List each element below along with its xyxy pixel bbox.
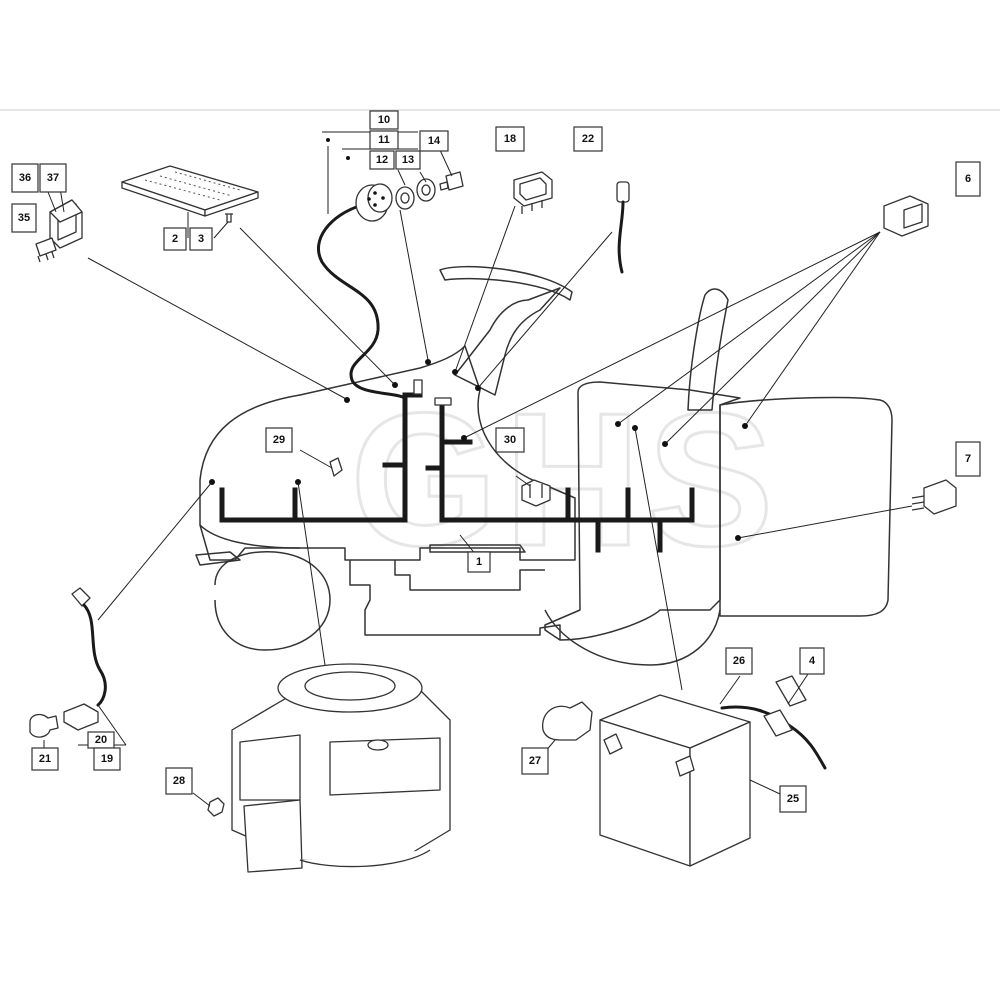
svg-text:27: 27 [529, 755, 541, 767]
callout-13: 13 [395, 150, 421, 170]
callout-36: 36 [11, 163, 39, 193]
svg-text:36: 36 [19, 172, 31, 184]
leader-lines [43, 131, 913, 807]
callout-27: 27 [521, 747, 549, 775]
ignition-key-icon [439, 171, 464, 191]
connection-dots [209, 138, 748, 541]
svg-text:3: 3 [198, 233, 204, 245]
svg-text:28: 28 [173, 775, 185, 787]
main-wiring-harness [219, 379, 695, 553]
callout-21: 21 [31, 747, 59, 771]
callout-1: 1 [467, 551, 491, 573]
callout-22: 22 [573, 126, 603, 152]
callout-37: 37 [39, 163, 67, 193]
callout-35: 35 [11, 203, 37, 233]
callout-10: 10 [369, 110, 399, 130]
nut-icon [207, 797, 225, 817]
microswitch-icon [911, 479, 957, 515]
connector-center-icon [434, 397, 452, 406]
svg-text:29: 29 [273, 434, 285, 446]
svg-text:7: 7 [965, 453, 971, 465]
svg-text:14: 14 [428, 135, 441, 147]
engine-icon [231, 663, 451, 873]
connector-left-icon [413, 379, 423, 395]
ignition-switch-icon [355, 183, 393, 222]
callout-29: 29 [265, 427, 293, 453]
fuse-icon [763, 675, 807, 737]
callout-28: 28 [165, 767, 193, 795]
svg-text:19: 19 [101, 753, 113, 765]
svg-text:6: 6 [965, 173, 971, 185]
callouts: 10 11 12 13 14 18 22 6 36 37 35 2 3 29 3… [11, 110, 981, 813]
svg-text:12: 12 [376, 154, 388, 166]
callout-20: 20 [87, 731, 115, 749]
cable-clip-icon [521, 479, 551, 507]
svg-text:1: 1 [476, 556, 482, 568]
sensor-icon [616, 181, 630, 274]
ignition-switch-wire [316, 203, 407, 400]
tractor-outline [195, 265, 893, 666]
headlight-bulb-icon [29, 587, 107, 738]
callout-3: 3 [189, 227, 213, 251]
svg-text:21: 21 [39, 753, 51, 765]
svg-text:25: 25 [787, 793, 799, 805]
callout-6: 6 [955, 161, 981, 197]
callout-12: 12 [369, 150, 395, 170]
svg-text:22: 22 [582, 133, 594, 145]
callout-7: 7 [955, 441, 981, 477]
svg-text:37: 37 [47, 172, 59, 184]
callout-19: 19 [93, 747, 121, 771]
callout-26: 26 [725, 647, 753, 675]
svg-text:4: 4 [809, 655, 816, 667]
callout-18: 18 [495, 126, 525, 152]
svg-text:35: 35 [18, 212, 30, 224]
screw-icon [225, 213, 233, 223]
svg-text:10: 10 [378, 114, 390, 126]
callout-2: 2 [163, 227, 187, 251]
ignition-nut-icon [395, 178, 436, 210]
callout-25: 25 [779, 785, 807, 813]
battery-icon [599, 694, 751, 867]
callout-11: 11 [369, 130, 399, 150]
callout-4: 4 [799, 647, 825, 675]
circuit-board-icon [121, 165, 259, 217]
terminal-cap-icon [542, 701, 593, 741]
rocker-switch-icon [513, 171, 553, 214]
seat-switch-icon [883, 195, 929, 237]
callout-14: 14 [419, 130, 449, 152]
svg-text:2: 2 [172, 233, 178, 245]
callout-30: 30 [495, 427, 525, 453]
watermark: GHS [350, 374, 780, 586]
svg-text:11: 11 [378, 134, 390, 146]
relay-icon [49, 199, 83, 249]
svg-text:26: 26 [733, 655, 745, 667]
small-relay-icon [35, 237, 57, 263]
svg-text:20: 20 [95, 734, 107, 746]
svg-text:13: 13 [402, 154, 414, 166]
svg-text:30: 30 [504, 434, 516, 446]
clip-icon [329, 457, 343, 477]
svg-text:18: 18 [504, 133, 516, 145]
